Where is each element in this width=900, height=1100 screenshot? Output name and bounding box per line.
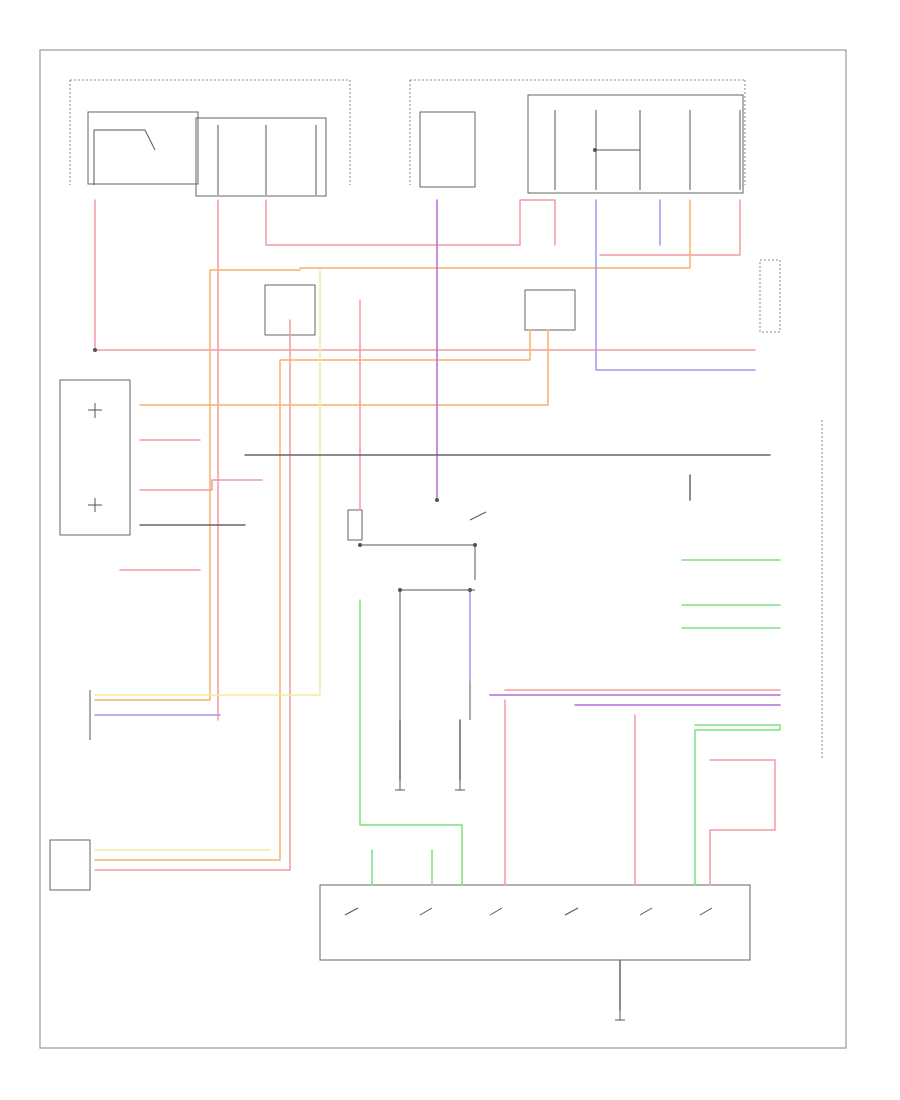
combination-switch: [319, 884, 751, 961]
wire-orange-lhl: [94, 269, 301, 701]
ground-symbol: [455, 780, 465, 791]
wire-orange-top: [299, 199, 691, 269]
hood-fuse-box-right: [409, 79, 746, 194]
wire-green-switch: [359, 599, 463, 886]
right-connector-block: [759, 259, 781, 333]
wire-red-rhl: [94, 319, 291, 871]
junction-dot: [468, 588, 472, 592]
wire-red-right: [599, 199, 741, 256]
ground-symbol: [615, 1010, 625, 1021]
junction-dot: [593, 148, 597, 152]
wire-green-low: [694, 724, 781, 886]
wire-orange-rhl: [94, 329, 531, 861]
dimmer-relay: [524, 289, 576, 331]
wire-red-panel: [709, 759, 776, 886]
wire-red-fuse3: [265, 199, 556, 246]
ground-symbol: [395, 780, 405, 791]
combination-meter: [59, 379, 131, 536]
junction-dot: [473, 543, 477, 547]
junction-dot: [435, 498, 439, 502]
junction-dot: [93, 348, 97, 352]
wire-blue-fuse: [595, 199, 756, 371]
hood-fuse-box-left: [69, 79, 351, 197]
diagram-frame: [39, 49, 847, 1049]
dimmer-resistor: [347, 509, 363, 541]
wire-red-meter2: [139, 479, 263, 491]
wire-orange-meter: [139, 329, 549, 406]
headlight-switch: [362, 511, 487, 720]
wire-red-fuse1: [94, 199, 756, 351]
wire-yellow-lhl: [94, 269, 321, 696]
junction-dot: [358, 543, 362, 547]
right-headlight: [49, 839, 91, 891]
junction-dot: [398, 588, 402, 592]
